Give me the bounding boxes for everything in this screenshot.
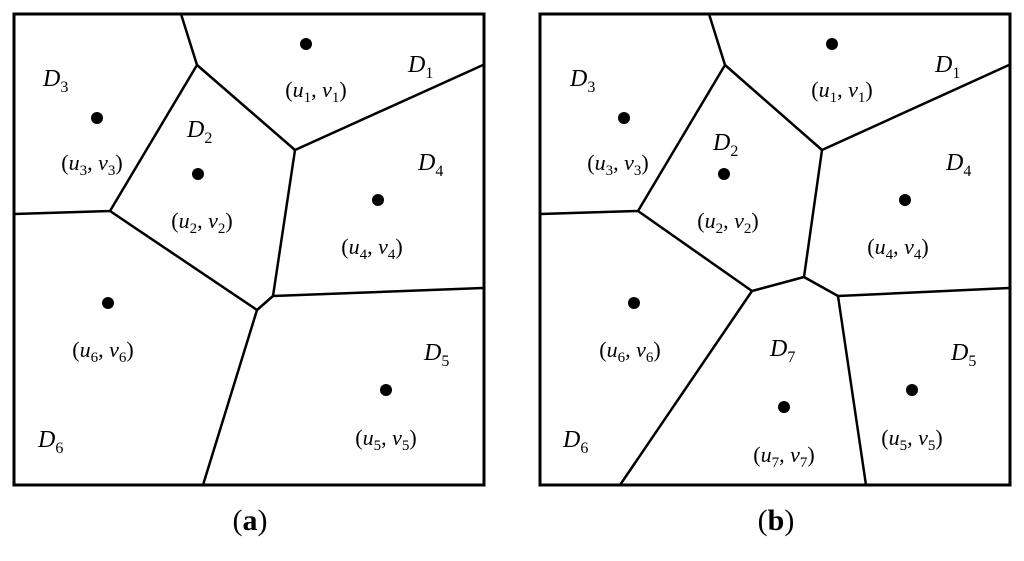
site-coordinate-label-4: (u4, v4) bbox=[341, 234, 402, 263]
site-coordinate-label-4: (u4, v4) bbox=[867, 234, 928, 263]
site-point-1 bbox=[300, 38, 312, 50]
panel-caption-b: (b) bbox=[758, 504, 795, 537]
region-label-D6: D6 bbox=[37, 427, 63, 457]
region-label-D2: D2 bbox=[712, 130, 738, 160]
region-label-D5: D5 bbox=[423, 340, 449, 370]
panel-caption-a: (a) bbox=[233, 504, 268, 537]
site-coordinate-label-1: (u1, v1) bbox=[811, 77, 872, 106]
site-coordinate-label-7: (u7, v7) bbox=[753, 442, 814, 471]
site-coordinate-label-2: (u2, v2) bbox=[171, 208, 232, 237]
site-point-5 bbox=[380, 384, 392, 396]
region-label-D6: D6 bbox=[562, 427, 588, 457]
site-coordinate-label-6: (u6, v6) bbox=[72, 337, 133, 366]
site-coordinate-label-1: (u1, v1) bbox=[285, 77, 346, 106]
voronoi-edge bbox=[201, 308, 259, 487]
site-coordinate-label-2: (u2, v2) bbox=[697, 208, 758, 237]
region-label-D7: D7 bbox=[769, 336, 795, 366]
voronoi-edge bbox=[618, 289, 754, 487]
panel-b-frame bbox=[538, 12, 1012, 487]
region-label-D1: D1 bbox=[934, 52, 960, 82]
region-label-D3: D3 bbox=[569, 66, 595, 96]
site-point-7 bbox=[778, 401, 790, 413]
voronoi-edge bbox=[836, 294, 868, 487]
voronoi-edge bbox=[271, 148, 485, 298]
voronoi-edge bbox=[179, 12, 485, 152]
site-point-5 bbox=[906, 384, 918, 396]
site-point-1 bbox=[826, 38, 838, 50]
site-coordinate-label-5: (u5, v5) bbox=[881, 425, 942, 454]
site-coordinate-label-6: (u6, v6) bbox=[599, 337, 660, 366]
region-label-D3: D3 bbox=[42, 66, 68, 96]
site-point-6 bbox=[102, 297, 114, 309]
site-point-4 bbox=[899, 194, 911, 206]
region-label-D1: D1 bbox=[407, 52, 433, 82]
site-point-3 bbox=[91, 112, 103, 124]
site-point-3 bbox=[618, 112, 630, 124]
site-point-2 bbox=[718, 168, 730, 180]
site-point-6 bbox=[628, 297, 640, 309]
voronoi-edge bbox=[707, 12, 1011, 152]
site-coordinate-label-3: (u3, v3) bbox=[61, 150, 122, 179]
site-coordinate-label-5: (u5, v5) bbox=[355, 425, 416, 454]
region-label-D4: D4 bbox=[945, 150, 971, 180]
site-coordinate-label-3: (u3, v3) bbox=[587, 150, 648, 179]
region-label-D4: D4 bbox=[417, 150, 443, 180]
voronoi-edge bbox=[802, 148, 824, 279]
site-point-4 bbox=[372, 194, 384, 206]
site-point-2 bbox=[192, 168, 204, 180]
region-label-D5: D5 bbox=[950, 340, 976, 370]
panel-a-frame bbox=[12, 12, 486, 487]
region-label-D2: D2 bbox=[186, 117, 212, 147]
